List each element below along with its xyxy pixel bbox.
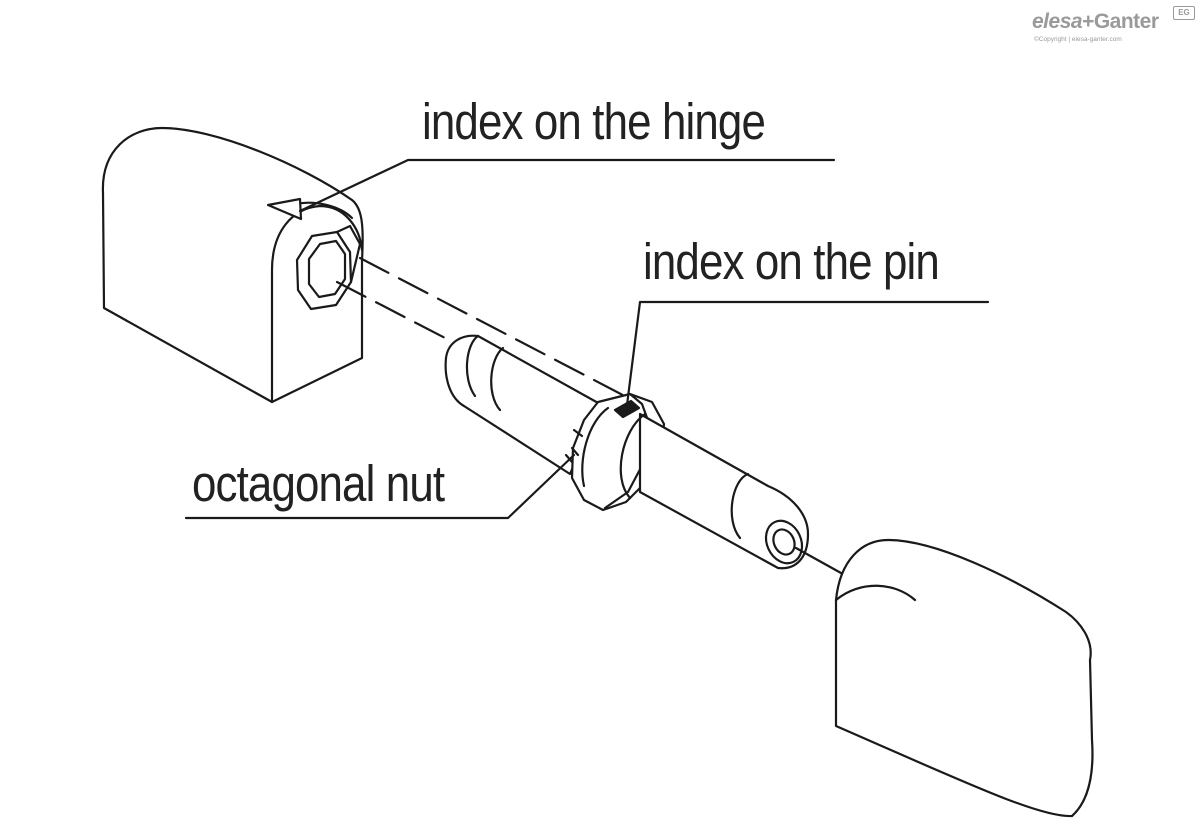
label-index-on-hinge: index on the hinge — [422, 93, 766, 150]
logo-brand-left: elesa — [1032, 10, 1083, 33]
octagonal-socket — [295, 224, 362, 311]
logo-badge: EG — [1173, 6, 1195, 20]
logo-plus: + — [1082, 10, 1094, 33]
logo-copyright: ©Copyright | elesa-ganter.com — [1034, 36, 1122, 43]
assembly-axis-dashed — [358, 256, 642, 406]
elesa-ganter-logo: elesa+Ganter EG ©Copyright | elesa-gante… — [1032, 6, 1197, 46]
leader-octagonal-nut — [184, 453, 576, 520]
logo-wordmark: elesa+Ganter — [1032, 10, 1159, 34]
leader-pin-index — [625, 300, 990, 407]
pin-shaft — [619, 412, 810, 570]
left-hinge-body — [101, 126, 364, 404]
pin-axis-line — [794, 546, 852, 580]
logo-brand-right: Ganter — [1093, 10, 1159, 33]
leader-hinge-index — [298, 158, 836, 213]
label-index-on-pin: index on the pin — [643, 233, 940, 290]
pin-index-mark — [613, 399, 641, 419]
hinge-index-mark — [266, 197, 303, 221]
label-octagonal-nut: octagonal nut — [192, 455, 445, 512]
right-hinge-body — [834, 538, 1094, 818]
